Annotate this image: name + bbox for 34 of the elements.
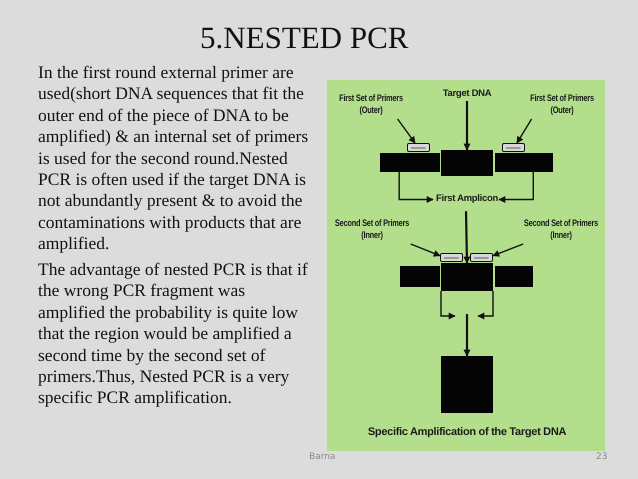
arrow — [516, 118, 532, 144]
primer-label: First Set of Primers (Outer) — [332, 93, 410, 119]
page-number: 23 — [596, 452, 608, 462]
arrow — [463, 211, 470, 264]
elbow-arrow — [440, 291, 456, 320]
arrow — [410, 243, 441, 257]
slide-title: 5.NESTED PCR — [200, 20, 408, 56]
arrow — [397, 118, 416, 144]
dna-strand-segment — [400, 266, 440, 287]
dna-strand-segment — [441, 150, 493, 176]
amplicon-label: First Amplicon — [436, 193, 496, 206]
target-dna-label: Target DNA — [440, 88, 494, 101]
primer-box — [407, 143, 430, 152]
dna-strand-segment — [441, 263, 493, 291]
primer-box — [502, 143, 525, 152]
elbow-arrow — [498, 172, 534, 203]
dna-strand-segment — [495, 266, 533, 287]
primer-label: First Set of Primers (Outer) — [523, 93, 601, 119]
primer-label: Second Set of Primers (Inner) — [517, 218, 605, 244]
arrow — [463, 101, 471, 151]
dna-strand-segment — [495, 153, 553, 172]
elbow-arrow — [398, 172, 434, 203]
paragraph-text: The advantage of nested PCR is that if the wrong PCR fragment was amplified the probability is quite low that the region would be amplified a second time by the second set of primers.Thus, Nested PCR is a very specific PCR amplification. — [38, 259, 309, 409]
dna-strand-segment — [380, 153, 440, 172]
paragraph-text: In the first round external primer are used(short DNA sequences that fit the outer end of the piece of DNA to be amplified) & an internal set of primers is used for the second round.Nested PCR is often used if the target DNA is not abundantly present & to avoid the contaminations with products that are amplified. — [38, 62, 310, 255]
primer-box — [440, 253, 463, 262]
primer-label: Second Set of Primers (Inner) — [328, 218, 416, 244]
figure-caption: Specific Amplification of the Target DNA — [366, 426, 568, 438]
footer-author: Barna — [309, 452, 336, 462]
arrow — [492, 243, 524, 257]
primer-box — [470, 253, 493, 262]
arrow — [463, 314, 471, 357]
dna-strand-segment — [441, 356, 493, 413]
elbow-arrow — [477, 291, 494, 320]
